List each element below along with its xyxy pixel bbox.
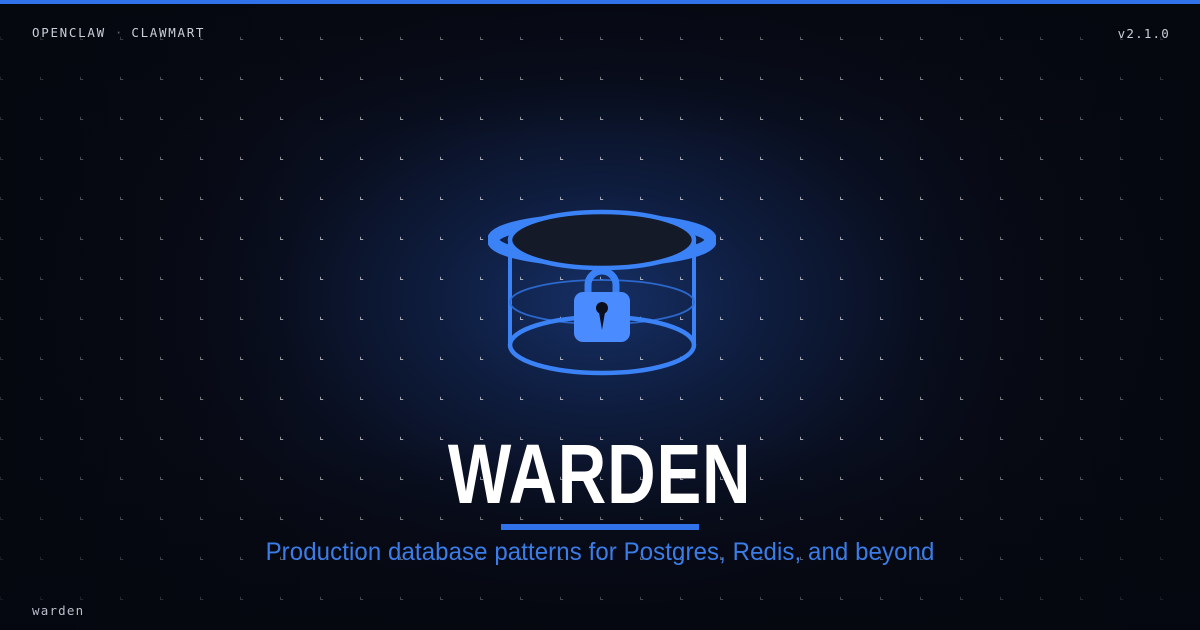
product-name: CLAWMART xyxy=(131,25,206,40)
hero-title-block: WARDEN xyxy=(0,427,1200,530)
top-accent-bar xyxy=(0,0,1200,4)
brand-name: OPENCLAW xyxy=(32,25,106,40)
version-label: v2.1.0 xyxy=(1117,26,1170,41)
db-top-ellipse xyxy=(507,209,697,271)
padlock-shackle xyxy=(584,267,620,294)
brand-separator: · xyxy=(114,25,123,40)
title-underline-rule xyxy=(501,523,699,530)
padlock-keyhole-stem xyxy=(598,310,606,330)
footer-slug: warden xyxy=(32,603,85,618)
page-subtitle: Production database patterns for Postgre… xyxy=(265,538,935,566)
header-brand-line: OPENCLAW · CLAWMART xyxy=(32,25,205,40)
database-lock-icon xyxy=(488,209,716,376)
page-title: WARDEN xyxy=(448,427,752,521)
